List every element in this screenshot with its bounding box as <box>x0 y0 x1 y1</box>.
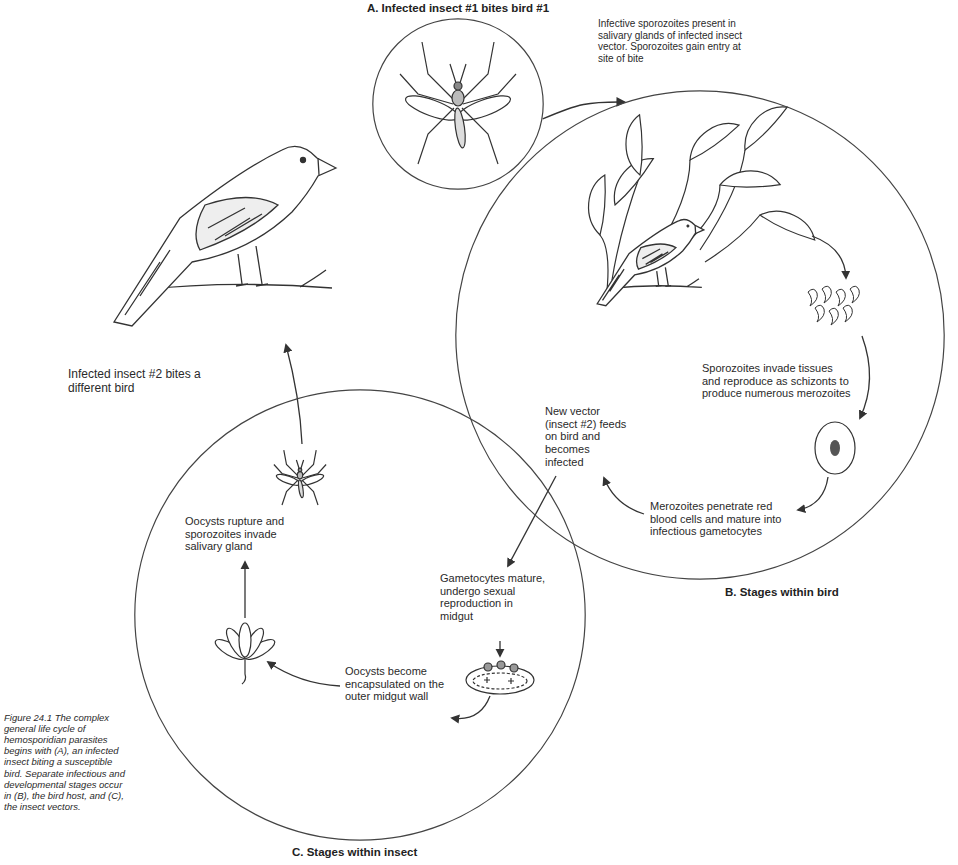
midgut <box>466 661 534 694</box>
oocyst <box>510 664 518 672</box>
stage-circle-line <box>135 390 585 840</box>
circle-outline <box>134 389 586 841</box>
stage-circle-line <box>373 19 543 189</box>
stage-arrow <box>604 478 644 514</box>
stage-note: Oocysts rupture and sporozoites invade s… <box>185 515 310 553</box>
stage-heading: C. Stages within insect <box>292 846 492 859</box>
stage-arrow <box>286 345 302 444</box>
stage-circle: Sporozoites invade tissues and reproduce… <box>455 90 945 580</box>
stage-heading: B. Stages within bird <box>725 586 905 599</box>
merozoite <box>822 286 831 303</box>
stage-note: Merozoites penetrate red blood cells and… <box>650 500 790 538</box>
cycle-note: Infected insect #2 bites a different bir… <box>68 368 238 396</box>
stage-arrow <box>508 476 556 566</box>
midgut-lining <box>473 673 527 689</box>
bird-illustration <box>597 219 704 305</box>
stage-arrow <box>860 336 870 418</box>
merozoite <box>836 289 845 306</box>
stage-circle-line <box>456 91 944 579</box>
stage-note: Oocysts become encapsulated on the outer… <box>345 665 445 703</box>
figure-caption: Figure 24.1 The complex general life cyc… <box>4 712 132 812</box>
oocyst <box>497 661 505 669</box>
stage-heading: A. Infected insect #1 bites bird #1 <box>348 2 568 15</box>
leaf <box>618 113 655 175</box>
merozoite <box>808 289 817 306</box>
merozoite <box>843 305 852 322</box>
cycle-arrow <box>543 102 625 119</box>
mosquito-illustration <box>274 450 326 505</box>
stage-arrows <box>245 236 870 719</box>
merozoite <box>815 305 824 322</box>
midgut-wall <box>466 666 534 694</box>
leaf <box>720 163 782 200</box>
stage-arrow <box>812 236 846 278</box>
oocyst <box>484 663 492 671</box>
merozoite <box>829 308 838 325</box>
circle-outline <box>372 18 544 190</box>
merozoite <box>850 286 859 303</box>
cell-nucleus <box>830 440 840 456</box>
stage-arrow <box>452 696 490 719</box>
leaf <box>682 119 744 160</box>
stage-note: Sporozoites invade tissues and reproduce… <box>702 362 852 400</box>
stage-arrow <box>244 562 245 618</box>
stage-circle: Gametocytes mature, undergo sexual repro… <box>134 389 586 841</box>
stage-arrow <box>268 662 340 686</box>
stage-circle: A. Infected insect #1 bites bird #1Infec… <box>372 18 544 190</box>
leaf <box>760 197 819 252</box>
stage-note: New vector (insect #2) feeds on bird and… <box>545 405 630 468</box>
salivary-gland <box>213 623 278 684</box>
leaf <box>734 101 796 150</box>
leaf <box>578 173 619 235</box>
stage-note: Infective sporozoites present in salivar… <box>598 18 748 64</box>
gland-lobe <box>239 623 251 657</box>
stage-arrow <box>798 477 828 510</box>
stage-note: Gametocytes mature, undergo sexual repro… <box>440 572 548 623</box>
gamete-marks <box>484 677 514 684</box>
gland-duct <box>242 658 246 684</box>
mosquito-illustration <box>400 42 516 164</box>
stage-arrow <box>499 641 500 656</box>
red-blood-cell <box>815 422 855 474</box>
bird-illustration <box>114 146 336 326</box>
